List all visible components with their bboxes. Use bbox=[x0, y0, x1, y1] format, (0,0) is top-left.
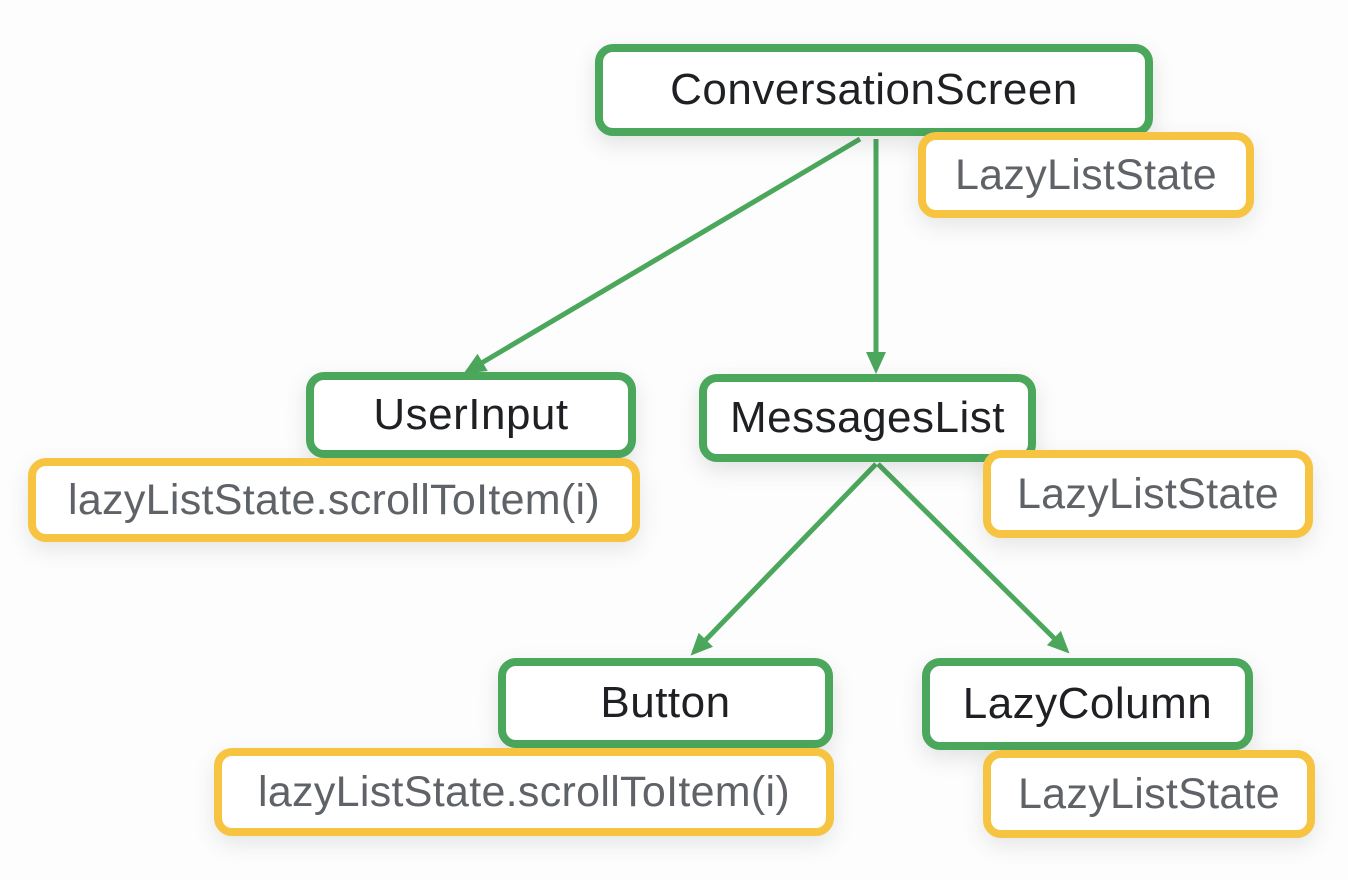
node-conversation-screen: ConversationScreen bbox=[595, 44, 1153, 136]
edge-messageslist-button-arrow bbox=[690, 462, 878, 656]
node-button-state: lazyListState.scrollToItem(i) bbox=[214, 748, 834, 836]
node-lazy-column-state: LazyListState bbox=[983, 750, 1315, 838]
node-conversation-screen-state: LazyListState bbox=[918, 132, 1254, 218]
node-lazy-column: LazyColumn bbox=[922, 658, 1253, 750]
node-messages-list-state: LazyListState bbox=[983, 450, 1313, 538]
node-button: Button bbox=[498, 658, 833, 748]
node-user-input: UserInput bbox=[306, 372, 636, 458]
node-messages-list: MessagesList bbox=[699, 374, 1036, 462]
node-user-input-state: lazyListState.scrollToItem(i) bbox=[28, 458, 640, 542]
edge-conversationscreen-userinput-arrow bbox=[463, 136, 862, 374]
edge-messageslist-lazycolumn-arrow bbox=[876, 462, 1070, 654]
